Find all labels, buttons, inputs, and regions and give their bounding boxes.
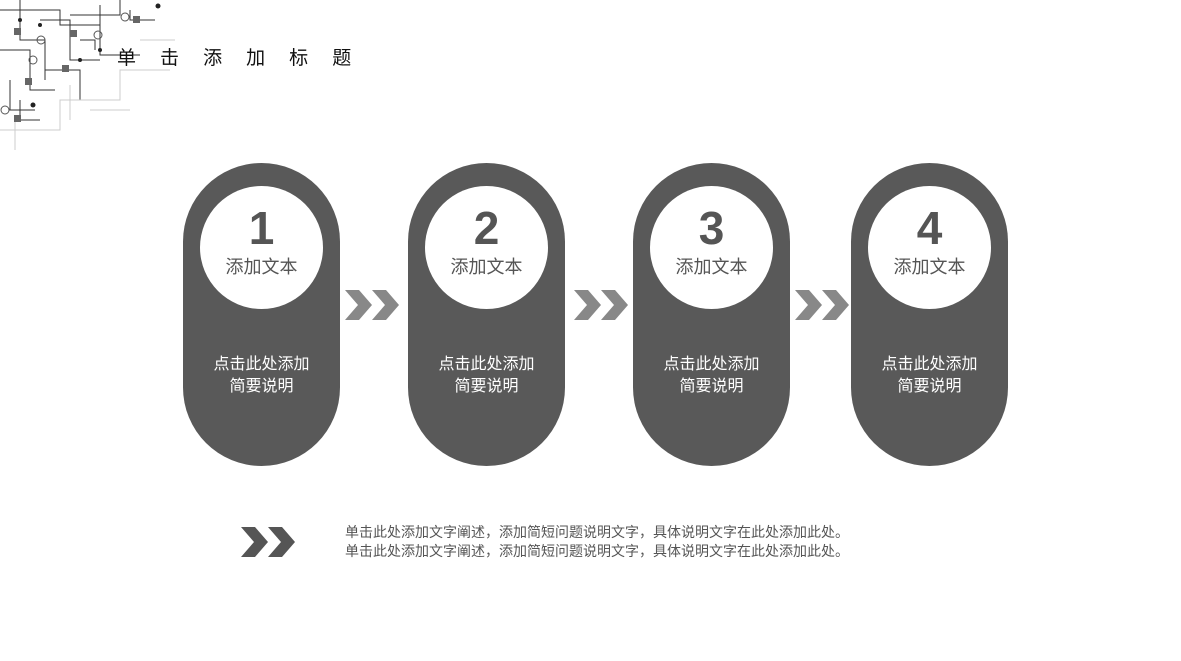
chevron-right-icon [345, 290, 399, 320]
step-number: 1 [248, 202, 275, 254]
step-number: 4 [916, 202, 943, 254]
desc-line-2: 简要说明 [229, 376, 294, 395]
step-badge: 2 添加文本 [425, 186, 548, 309]
slide-title[interactable]: 单 击 添 加 标 题 [117, 47, 361, 69]
desc-line-1: 点击此处添加 [663, 354, 760, 373]
step-card-4[interactable]: 4 添加文本 点击此处添加 简要说明 [851, 163, 1008, 466]
step-card-2[interactable]: 2 添加文本 点击此处添加 简要说明 [408, 163, 565, 466]
chevron-right-icon [241, 527, 295, 557]
desc-line-2: 简要说明 [897, 376, 962, 395]
desc-line-2: 简要说明 [679, 376, 744, 395]
step-number: 2 [473, 202, 500, 254]
step-description[interactable]: 点击此处添加 简要说明 [408, 353, 565, 397]
step-description[interactable]: 点击此处添加 简要说明 [183, 353, 340, 397]
step-badge: 4 添加文本 [868, 186, 991, 309]
step-description[interactable]: 点击此处添加 简要说明 [851, 353, 1008, 397]
footer-note[interactable]: 单击此处添加文字阐述，添加简短问题说明文字，具体说明文字在此处添加此处。 单击此… [345, 524, 849, 562]
step-label[interactable]: 添加文本 [893, 257, 966, 278]
step-number: 3 [698, 202, 725, 254]
desc-line-1: 点击此处添加 [213, 354, 310, 373]
desc-line-1: 点击此处添加 [438, 354, 535, 373]
step-card-1[interactable]: 1 添加文本 点击此处添加 简要说明 [183, 163, 340, 466]
footer-line-1: 单击此处添加文字阐述，添加简短问题说明文字，具体说明文字在此处添加此处。 [345, 525, 849, 541]
step-card-3[interactable]: 3 添加文本 点击此处添加 简要说明 [633, 163, 790, 466]
chevron-right-icon [795, 290, 849, 320]
chevron-right-icon [574, 290, 628, 320]
footer-line-2: 单击此处添加文字阐述，添加简短问题说明文字，具体说明文字在此处添加此处。 [345, 544, 849, 560]
step-label[interactable]: 添加文本 [675, 257, 748, 278]
circuit-decoration [0, 0, 175, 150]
step-badge: 3 添加文本 [650, 186, 773, 309]
step-label[interactable]: 添加文本 [225, 257, 298, 278]
desc-line-2: 简要说明 [454, 376, 519, 395]
step-description[interactable]: 点击此处添加 简要说明 [633, 353, 790, 397]
step-badge: 1 添加文本 [200, 186, 323, 309]
step-label[interactable]: 添加文本 [450, 257, 523, 278]
desc-line-1: 点击此处添加 [881, 354, 978, 373]
